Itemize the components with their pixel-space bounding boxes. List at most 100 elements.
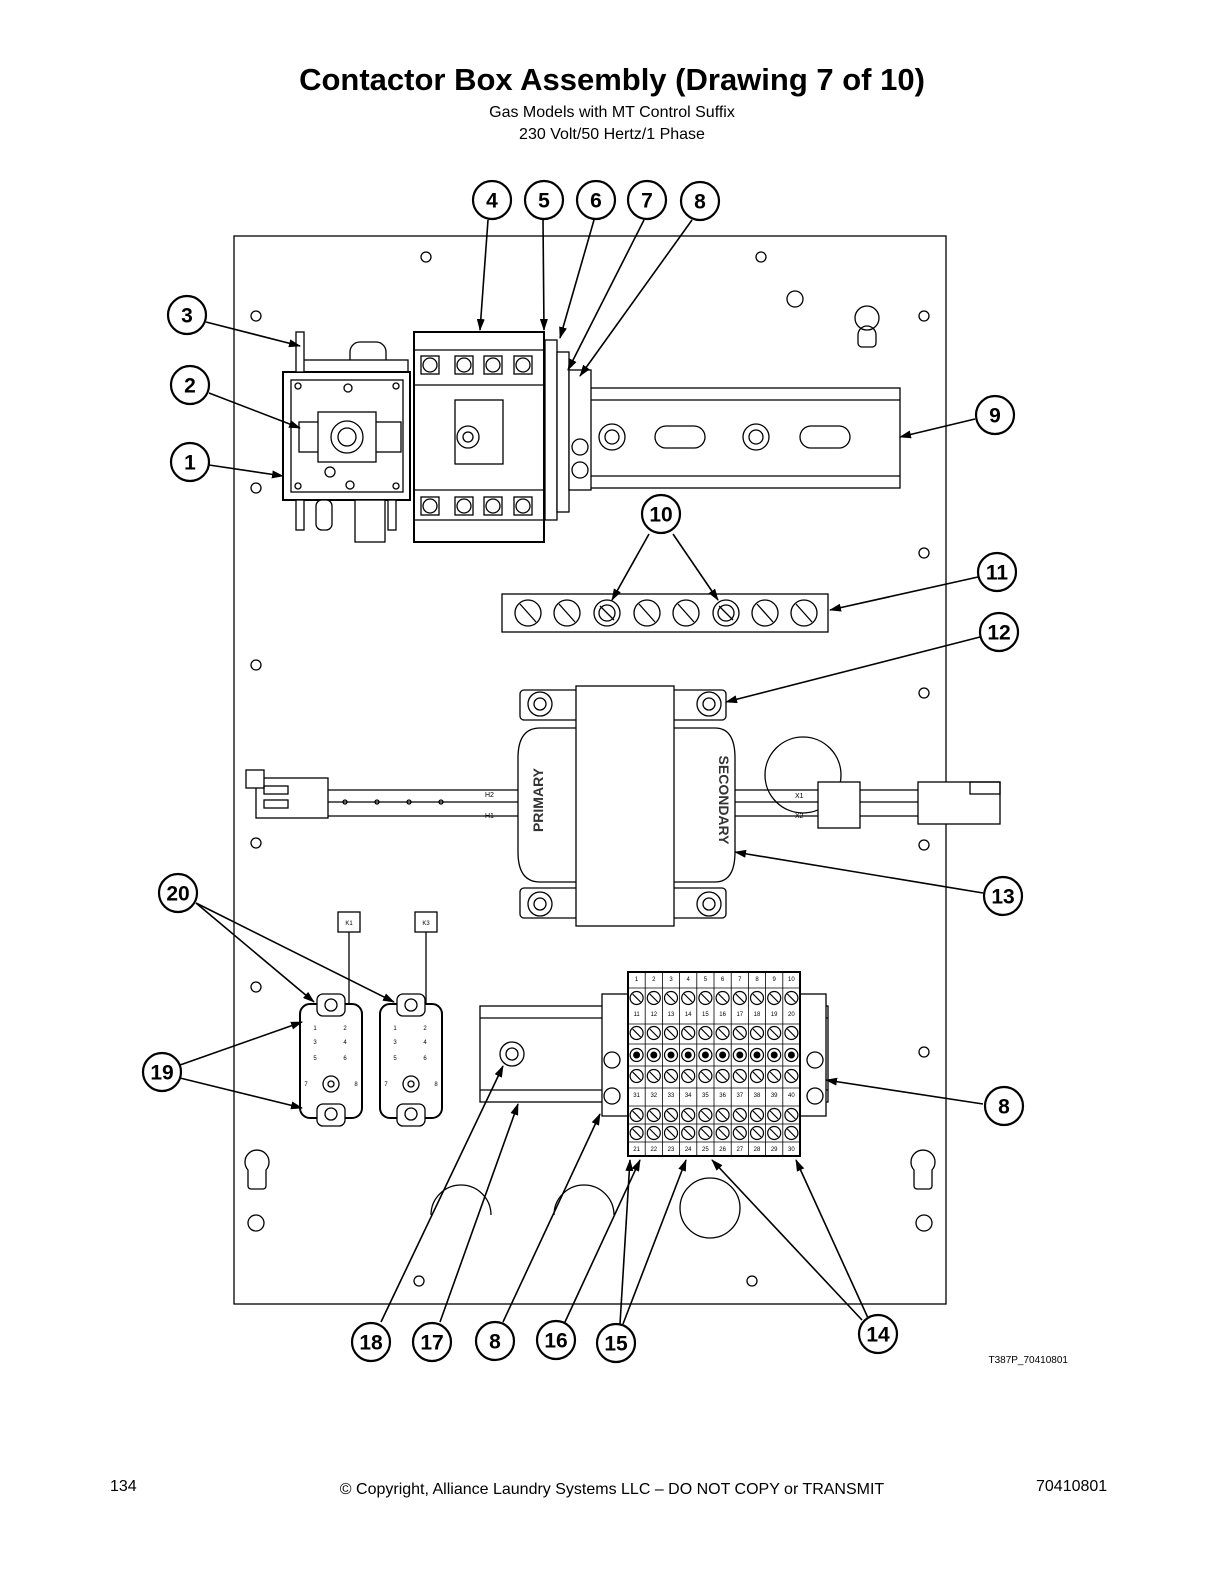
svg-text:11: 11 — [986, 562, 1009, 585]
terminal-screw — [767, 1025, 782, 1041]
callout-1: 1 — [169, 441, 211, 483]
primary-label: PRIMARY — [530, 767, 546, 832]
secondary-label: SECONDARY — [716, 756, 732, 846]
svg-text:3: 3 — [313, 1040, 317, 1046]
callout-16: 16 — [535, 1319, 577, 1361]
terminal-screw — [732, 1107, 747, 1123]
terminal-screw — [698, 1025, 713, 1041]
terminal-label: 16 — [719, 1012, 726, 1018]
terminal-screw — [663, 1125, 679, 1141]
terminal-screw — [681, 990, 696, 1006]
terminal-screw — [715, 1047, 730, 1063]
svg-text:6: 6 — [343, 1056, 347, 1062]
terminal-screw — [681, 1068, 696, 1084]
terminal-screw — [715, 1068, 730, 1084]
terminal-label: 21 — [633, 1147, 640, 1153]
terminal-label: 14 — [685, 1012, 692, 1018]
terminal-screw — [784, 1107, 799, 1123]
svg-text:2: 2 — [184, 375, 196, 398]
svg-text:12: 12 — [987, 622, 1010, 645]
svg-text:8: 8 — [694, 191, 706, 214]
disconnect-switch — [282, 331, 411, 543]
callout-14: 14 — [857, 1313, 899, 1355]
transformer: PRIMARY SECONDARY — [517, 685, 736, 927]
svg-text:17: 17 — [420, 1332, 443, 1355]
terminal-label: 24 — [685, 1147, 692, 1153]
svg-text:16: 16 — [544, 1330, 567, 1353]
terminal-screw — [629, 1107, 644, 1123]
svg-text:20: 20 — [166, 883, 189, 906]
svg-text:7: 7 — [641, 190, 653, 213]
terminal-screw — [663, 1025, 679, 1041]
terminal-label: 13 — [668, 1012, 675, 1018]
terminal-screw — [732, 990, 747, 1006]
terminal-label: 11 — [633, 1012, 640, 1018]
svg-text:4: 4 — [423, 1040, 427, 1046]
svg-text:9: 9 — [989, 405, 1001, 428]
terminal-screw — [784, 1047, 799, 1063]
callout-20: 20 — [157, 872, 199, 914]
svg-text:14: 14 — [866, 1324, 890, 1347]
svg-text:19: 19 — [150, 1062, 173, 1085]
terminal-screw — [732, 1047, 747, 1063]
svg-text:2: 2 — [343, 1026, 347, 1032]
document-number: 70410801 — [1036, 1478, 1108, 1495]
wire-h1-label: H1 — [485, 813, 494, 820]
terminal-screw — [715, 1025, 730, 1041]
terminal-screw — [715, 1107, 730, 1123]
relay-tag-k3: K3 — [422, 921, 430, 927]
terminal-screw — [784, 1125, 799, 1141]
callout-5: 5 — [523, 179, 565, 221]
terminal-screw — [681, 1107, 696, 1123]
callout-4: 4 — [471, 179, 513, 221]
terminal-label: 35 — [702, 1093, 709, 1099]
terminal-label: 37 — [736, 1093, 743, 1099]
terminal-screw — [646, 1125, 661, 1141]
terminal-label: 18 — [754, 1012, 761, 1018]
terminal-screw — [767, 1125, 782, 1141]
terminal-screw — [646, 1025, 661, 1041]
callout-8-bottom: 8 — [474, 1320, 516, 1362]
terminal-screw — [646, 1068, 661, 1084]
copyright-notice: © Copyright, Alliance Laundry Systems LL… — [339, 1481, 885, 1498]
terminal-screw — [698, 1047, 713, 1063]
terminal-label: 1 — [635, 977, 639, 983]
terminal-label: 5 — [704, 977, 708, 983]
mounting-holes — [247, 251, 933, 1287]
svg-text:4: 4 — [343, 1040, 347, 1046]
contactor — [413, 331, 592, 543]
terminal-screw — [784, 1068, 799, 1084]
svg-text:5: 5 — [313, 1056, 317, 1062]
terminal-label: 31 — [633, 1093, 640, 1099]
terminal-label: 26 — [719, 1147, 726, 1153]
terminal-screw — [629, 1125, 644, 1141]
terminal-screw — [698, 1068, 713, 1084]
svg-text:3: 3 — [393, 1040, 397, 1046]
callout-2: 2 — [169, 364, 211, 406]
terminal-screw — [681, 1025, 696, 1041]
callout-13: 13 — [982, 875, 1024, 917]
page-subtitle-models: Gas Models with MT Control Suffix — [489, 104, 735, 121]
svg-text:1: 1 — [184, 452, 196, 475]
wire-x2-label: X2 — [795, 813, 804, 820]
terminal-screw — [784, 1025, 799, 1041]
terminal-screw — [629, 1047, 644, 1063]
relay-tag-k1: K1 — [345, 921, 353, 927]
terminal-screw — [749, 990, 765, 1006]
svg-text:13: 13 — [991, 886, 1014, 909]
terminal-screw — [767, 990, 782, 1006]
terminal-screw — [646, 1107, 661, 1123]
svg-text:8: 8 — [354, 1082, 358, 1088]
terminal-screw — [749, 1107, 765, 1123]
terminal-screw — [629, 1068, 644, 1084]
terminal-label: 19 — [771, 1012, 778, 1018]
svg-text:8: 8 — [998, 1096, 1010, 1119]
top-din-rail — [539, 387, 901, 489]
svg-text:5: 5 — [393, 1056, 397, 1062]
terminal-label: 10 — [788, 977, 795, 983]
terminal-screw — [681, 1047, 696, 1063]
svg-text:3: 3 — [181, 305, 193, 328]
